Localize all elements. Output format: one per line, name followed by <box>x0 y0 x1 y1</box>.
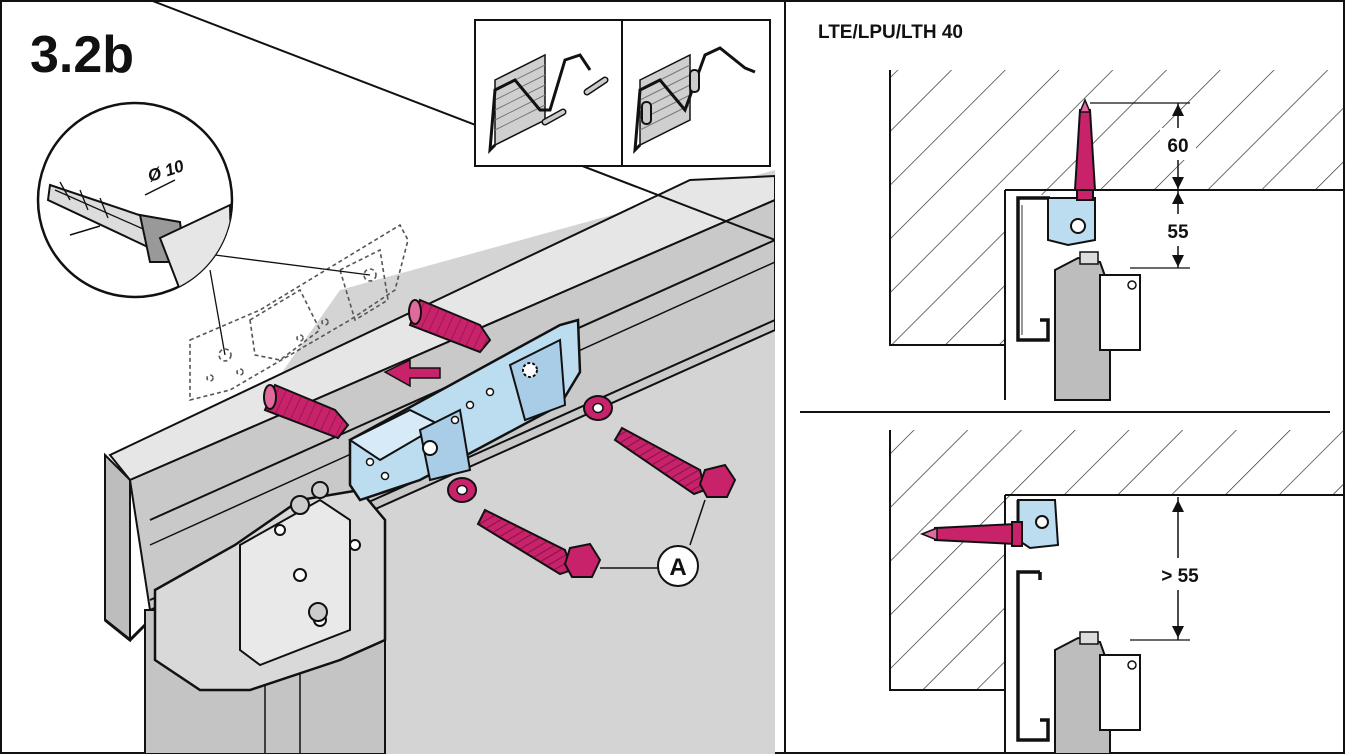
section-view-wall-mount: > 55 <box>889 430 1345 754</box>
mounting-bracket <box>348 318 582 502</box>
anchor-depth-dimension: 60 <box>1167 136 1188 157</box>
push-direction-arrow-icon <box>383 358 441 388</box>
step-number: 3.2b <box>30 26 134 84</box>
lower-clearance-dimension: > 55 <box>1161 566 1199 587</box>
washer-upper <box>583 395 613 421</box>
drill-detail-inset: Ø 10 <box>36 101 234 299</box>
bracket-ghost-outline <box>189 223 409 402</box>
insert-sequence-inset <box>474 19 771 167</box>
wall-plug-upper <box>408 298 492 354</box>
variant-title: LTE/LPU/LTH 40 <box>818 22 963 43</box>
wall-plug-lower <box>263 383 350 440</box>
main-illustration: A <box>104 0 775 754</box>
upper-clearance-dimension: 55 <box>1167 222 1189 243</box>
callout-a-label: A <box>669 554 686 581</box>
callout-a-marker <box>657 545 699 587</box>
rail-front-lip <box>104 452 131 643</box>
screw-upper <box>613 426 737 498</box>
section-view-ceiling-mount: 60 55 <box>889 70 1345 401</box>
washer-lower <box>447 477 477 503</box>
screw-lower <box>476 508 602 578</box>
